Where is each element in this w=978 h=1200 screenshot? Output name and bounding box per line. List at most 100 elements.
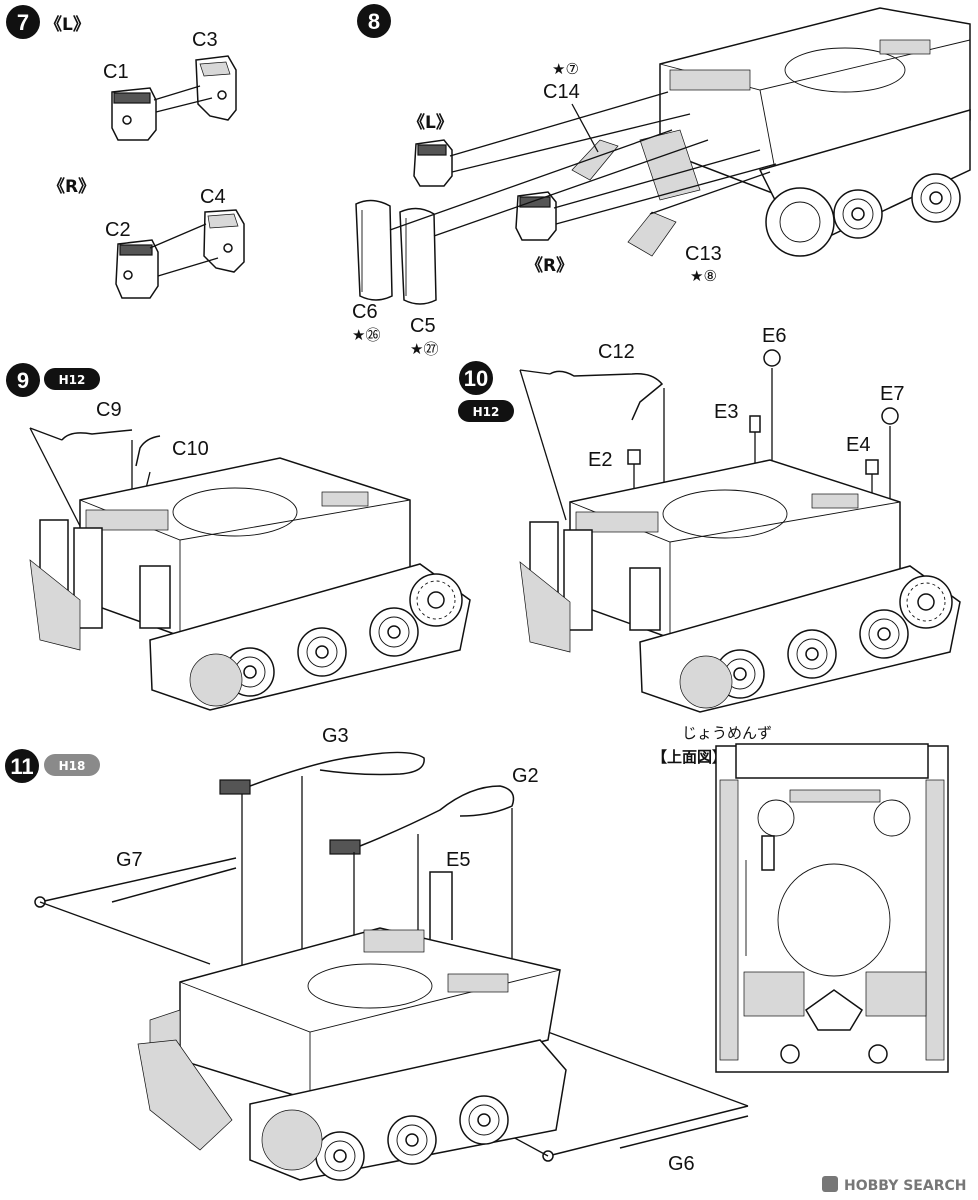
step-7-right-label: 《R》 (48, 176, 95, 197)
step-10-paint-pill: H12 (458, 400, 514, 422)
step-7-badge: 7 (6, 5, 40, 39)
part-e5-drawing (429, 871, 453, 940)
top-view: じょうめんず 【上面図】 (652, 724, 949, 1073)
part-label-e7: E7 (880, 383, 904, 405)
part-label-c1: C1 (103, 61, 129, 83)
step-8-arrow-right-b (555, 163, 777, 225)
step-8-arrow-c5 (433, 139, 709, 237)
step-10: 10 H12 C12 E6 E3 E7 E2 E4 (458, 325, 961, 713)
step-10-badge: 10 (459, 361, 493, 395)
top-view-drawing (715, 743, 949, 1073)
part-label-g6: G6 (668, 1153, 695, 1175)
step-8-badge: 8 (357, 4, 391, 38)
step-10-number: 10 (464, 366, 488, 391)
watermark: HOBBY SEARCH (822, 1176, 966, 1194)
step-11-number: 11 (10, 754, 33, 779)
part-c3-drawing (195, 55, 237, 121)
part-e3-drawing (749, 415, 761, 433)
part-label-e5: E5 (446, 849, 470, 871)
part-label-g7: G7 (116, 849, 143, 871)
part-e4-drawing (865, 459, 879, 475)
step-9-leader-b (29, 427, 63, 441)
step-11-hull-drawing (137, 927, 567, 1181)
part-c5-drawing (399, 207, 437, 305)
part-label-c4: C4 (200, 186, 226, 208)
step-9-hull-drawing (29, 457, 471, 711)
step-7-number: 7 (17, 10, 29, 35)
step-10-leader-a (519, 369, 567, 521)
part-label-c9: C9 (96, 399, 122, 421)
part-label-e3: E3 (714, 401, 738, 423)
step-9-paint-pill: H12 (44, 368, 100, 390)
top-view-title: 【上面図】 (652, 748, 727, 766)
part-c6-drawing (355, 199, 393, 301)
part-label-c5: C5 (410, 315, 436, 337)
step-11-badge: 11 (5, 749, 39, 783)
part-label-g2: G2 (512, 765, 539, 787)
part-label-c10: C10 (172, 438, 209, 460)
part-g6-drawing (542, 1105, 749, 1162)
step-9: 9 H12 C9 C10 (6, 363, 471, 711)
step-8-arrow-left-b (451, 113, 691, 173)
step-8-hull-drawing (639, 7, 971, 257)
part-e6-drawing (763, 349, 781, 367)
step-7-arrow-c1b (155, 97, 213, 113)
step-8-arrow-c13 (649, 171, 771, 215)
step-8-light-left (413, 139, 453, 187)
step-11-paint-code: H18 (59, 759, 86, 773)
step-7-arrow-c2b (157, 257, 219, 277)
part-label-e2: E2 (588, 449, 612, 471)
part-e2-drawing (627, 449, 641, 465)
watermark-text: HOBBY SEARCH (844, 1178, 966, 1194)
top-view-ruby: じょうめんず (682, 724, 772, 742)
step-11-paint-pill: H18 (44, 754, 100, 776)
part-c4-drawing (203, 209, 245, 273)
step-8-leader-c14 (571, 103, 599, 153)
part-g7-drawing (34, 857, 237, 908)
step-7-arrow-c2 (149, 223, 207, 249)
step-10-hull-drawing (519, 459, 961, 713)
part-label-e6: E6 (762, 325, 786, 347)
step-8-number: 8 (368, 9, 380, 34)
part-label-e4: E4 (846, 434, 870, 456)
step-8-light-right (515, 191, 557, 241)
part-label-c3: C3 (192, 29, 218, 51)
part-c1-drawing (111, 87, 157, 141)
step-11-arrow-g7 (39, 901, 211, 965)
note-c6: ★㉖ (352, 326, 380, 344)
step-7: 7 《L》 《R》 C1 C3 C2 C4 (6, 5, 245, 299)
step-9-number: 9 (17, 368, 29, 393)
step-8-arrow-left (449, 91, 669, 157)
step-9-leader-a (29, 427, 81, 527)
part-label-c14: C14 (543, 81, 580, 103)
step-10-paint-code: H12 (473, 405, 500, 419)
step-9-paint-code: H12 (59, 373, 86, 387)
part-c10-drawing (135, 435, 161, 467)
part-g2-drawing (329, 785, 515, 855)
step-8-arrow-c6 (389, 129, 673, 231)
note-c14: ★⑦ (552, 60, 579, 78)
part-label-c2: C2 (105, 219, 131, 241)
step-8-left-label: 《L》 (408, 112, 453, 133)
step-7-left-label: 《L》 (45, 14, 90, 35)
part-label-g3: G3 (322, 725, 349, 747)
part-c14-drawing (571, 139, 619, 181)
part-label-c13: C13 (685, 243, 722, 265)
part-c13-drawing (627, 211, 677, 257)
part-c2-drawing (115, 239, 159, 299)
step-7-arrow-c1 (153, 85, 201, 101)
part-e7-drawing (881, 407, 899, 425)
step-8: 8 《L》 《R》 ★⑦ C14 C13 ★⑧ C6 ★㉖ C5 ★㉗ (352, 4, 971, 358)
part-c12-drawing (549, 370, 664, 421)
step-10-leader-b (519, 369, 551, 375)
step-8-arrow-right (553, 149, 761, 209)
step-8-right-label: 《R》 (526, 255, 573, 276)
step-9-badge: 9 (6, 363, 40, 397)
step-11: 11 H18 G3 G2 G7 E5 G6 (5, 725, 749, 1181)
note-c5: ★㉗ (410, 340, 438, 358)
part-c9-drawing (61, 429, 133, 441)
part-g3-drawing (219, 751, 425, 795)
part-label-c6: C6 (352, 301, 378, 323)
part-label-c12: C12 (598, 341, 635, 363)
